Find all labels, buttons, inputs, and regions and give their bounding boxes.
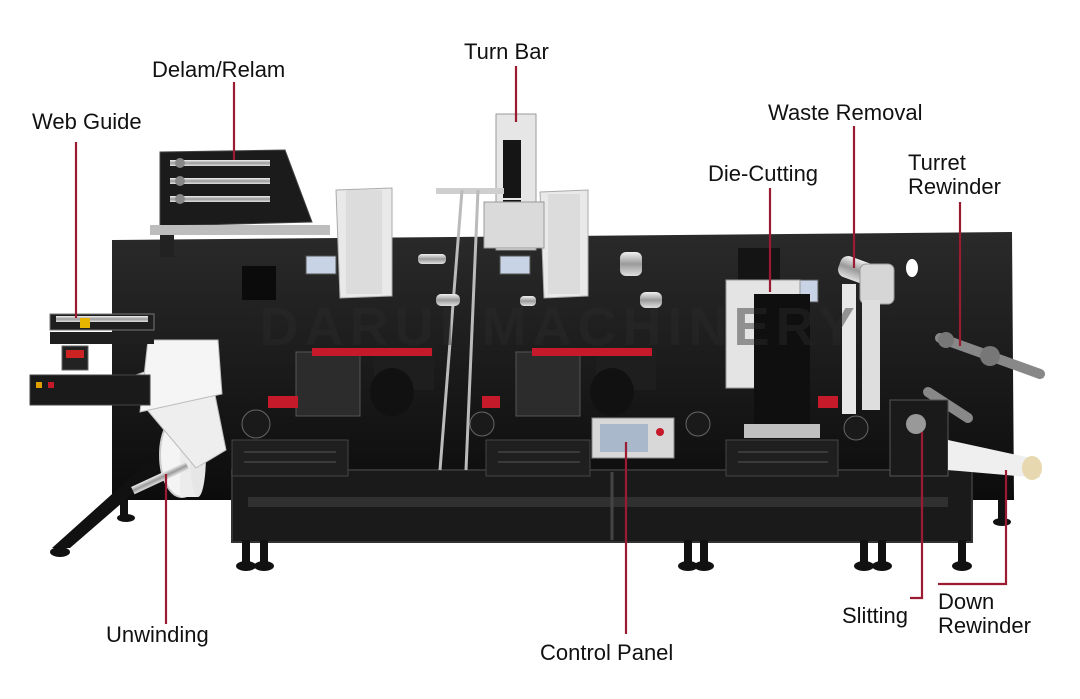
label-waste-removal: Waste Removal: [768, 100, 923, 125]
delam-relam-unit: [150, 149, 330, 257]
label-turret-rewinder-line1: Turret: [908, 150, 966, 175]
label-unwinding: Unwinding: [106, 622, 209, 647]
unwind-stand: [50, 339, 227, 557]
die-cutting-unit: [725, 248, 820, 438]
label-control-panel: Control Panel: [540, 640, 674, 665]
label-down-rewinder-line2: Rewinder: [938, 613, 1031, 638]
label-die-cutting: Die-Cutting: [708, 161, 819, 186]
label-web-guide: Web Guide: [32, 109, 142, 134]
label-delam-relam: Delam/Relam: [152, 57, 286, 82]
label-down-rewinder-line1: Down: [938, 589, 995, 614]
label-turn-bar: Turn Bar: [464, 39, 549, 64]
control-panel-unit: [591, 417, 675, 459]
slitting-down-rewinder-unit: [889, 399, 1042, 480]
idler-rollers: [418, 252, 662, 308]
waste-removal-unit: [838, 256, 918, 414]
status-displays: [242, 255, 819, 303]
watermark: DARUI MACHINERY: [260, 297, 861, 357]
guard-covers: [335, 187, 589, 299]
base-cabinets: [231, 439, 839, 477]
turn-bar-unit: [436, 113, 545, 471]
processing-stations: [241, 346, 869, 441]
leader-slitting: [910, 432, 924, 600]
leader-down-rewinder: [938, 470, 1008, 586]
label-turret-rewinder-line2: Rewinder: [908, 174, 1001, 199]
label-slitting: Slitting: [842, 603, 909, 628]
leader-lines: [74, 66, 1008, 634]
